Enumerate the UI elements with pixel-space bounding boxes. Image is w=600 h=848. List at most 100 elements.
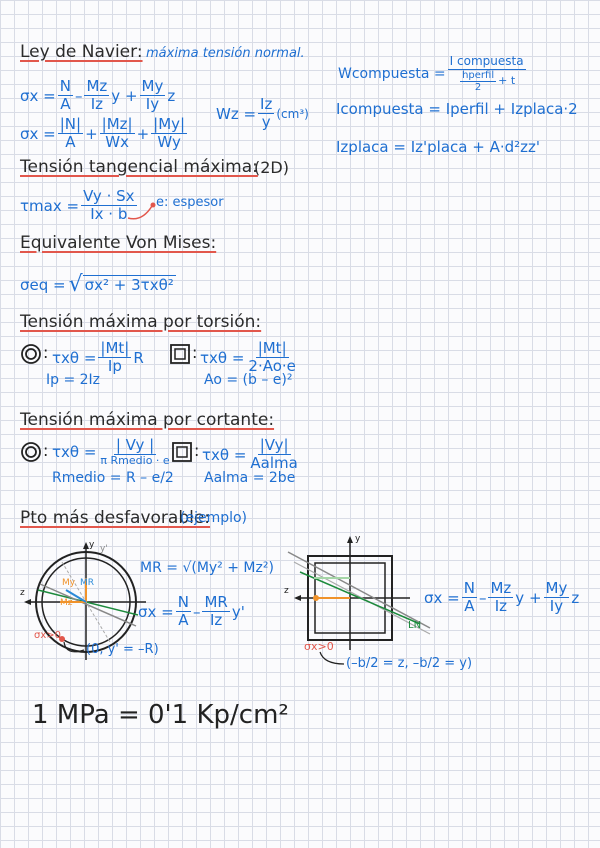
- tau-max-lhs: τmax =: [20, 196, 80, 215]
- square-section-icon: [170, 344, 190, 364]
- torsion-circ-fraction: |Mt|Ip: [98, 339, 132, 376]
- wz-lhs: Wz =: [216, 104, 257, 123]
- sx-circ-iz: Iz: [210, 611, 223, 630]
- cortante-circ-num: | Vy |: [113, 436, 157, 456]
- wz-den: y: [261, 113, 271, 132]
- icompuesta-formula: Icompuesta = Iperfil + Izplaca·2: [336, 100, 578, 118]
- torsion-rect-formula: τxθ = |Mt|2·Ao·e: [200, 339, 300, 376]
- circular-section-icon: [21, 344, 41, 364]
- heading-tangencial-2d: (2D): [254, 158, 289, 177]
- heading-cortante-text: Tensión máxima por cortante:: [20, 410, 275, 430]
- sx-rect-y: y +: [515, 588, 542, 607]
- circ-point-label: (0, y' = –R): [86, 642, 159, 657]
- sx2-my-over-wy: |My|Wy: [151, 115, 188, 152]
- cortante-circ-sub: Rmedio = R – e/2: [52, 470, 174, 486]
- tau-max-num: Vy · Sx: [81, 187, 137, 207]
- rect-ln-label: LN: [408, 620, 422, 631]
- cortante-rect-num: |Vy|: [257, 436, 291, 456]
- sx2-plus2: +: [136, 124, 150, 143]
- sx2-mz-over-wx: |Mz|Wx: [99, 115, 135, 152]
- heading-tangencial: Tensión tangencial máxima:: [20, 157, 258, 177]
- torsion-circ-r: R: [133, 348, 144, 367]
- sx-rect-lhs: σx =: [424, 588, 460, 607]
- torsion-rect-sub: Ao = (b – e)²: [204, 372, 293, 388]
- sigma-eq-formula: σeq = √ σx² + 3τxθ²: [20, 272, 176, 297]
- colon-1: :: [43, 343, 49, 362]
- cortante-circ-formula: τxθ = | Vy |π Rmedio · e: [52, 436, 174, 468]
- heading-navier: Ley de Navier:: [20, 42, 143, 62]
- torsion-circ-formula: τxθ = |Mt|Ip R: [52, 339, 144, 376]
- cortante-rect-formula: τxθ = |Vy|Aalma: [202, 436, 302, 473]
- heading-desfavorable-text: Pto más desfavorable:: [20, 508, 211, 528]
- sx-circ-mr: MR: [202, 593, 230, 613]
- torsion-circ-num: |Mt|: [98, 339, 132, 359]
- wcomp-hperfil: hperfil: [460, 69, 497, 83]
- sx-rect-a: A: [464, 597, 475, 616]
- heading-navier-text: Ley de Navier:: [20, 42, 143, 62]
- unit-conversion: 1 MPa = 0'1 Kp/cm²: [32, 700, 289, 730]
- sx-rect-my: My: [543, 579, 570, 599]
- sx-rect-mz: Mz: [488, 579, 514, 599]
- sx-circ-minus: –: [192, 602, 201, 621]
- sx-rect-iz: Iz: [494, 597, 508, 616]
- sx2-mz: |Mz|: [99, 115, 135, 135]
- square-section-icon-2: [172, 442, 192, 462]
- torsion-rect-lhs: τxθ =: [200, 348, 245, 367]
- heading-torsion: Tensión máxima por torsión:: [20, 312, 261, 332]
- sqrt-icon: √: [68, 272, 83, 297]
- circ-my-label: My: [62, 578, 76, 588]
- sx2-my: |My|: [151, 115, 188, 135]
- heading-navier-sub: máxima tensión normal.: [146, 46, 305, 61]
- sx1-iy: Iy: [145, 95, 160, 114]
- tau-max-den: Ix · b: [90, 205, 128, 224]
- wcomp-plus-t: + t: [498, 74, 516, 88]
- cortante-circ-fraction: | Vy |π Rmedio · e: [98, 436, 171, 468]
- colon-2: :: [192, 343, 198, 362]
- circ-mz-label: Mz: [60, 598, 73, 608]
- sx-circ-a: A: [178, 611, 189, 630]
- cortante-circ-lhs: τxθ =: [52, 443, 97, 462]
- torsion-circ-den: Ip: [107, 357, 122, 376]
- sx1-my: My: [139, 77, 166, 97]
- heading-von-mises-text: Equivalente Von Mises:: [20, 233, 217, 253]
- rect-sx-positive: σx>0: [304, 640, 334, 653]
- sx-circ-n: N: [175, 593, 191, 613]
- wz-num: Iz: [258, 95, 275, 115]
- cortante-circ-den: π Rmedio · e: [100, 454, 170, 468]
- sx2-lhs: σx =: [20, 124, 56, 143]
- circ-mr-label: MR: [80, 578, 95, 588]
- espesor-note: e: espesor: [156, 195, 224, 210]
- torsion-circ-lhs: τxθ =: [52, 348, 97, 367]
- sx2-n: |N|: [57, 115, 84, 135]
- sx1-a: A: [60, 95, 71, 114]
- rect-example-diagram: [287, 536, 431, 650]
- heading-ejemplo: (ejemplo): [180, 510, 248, 526]
- heading-torsion-text: Tensión máxima por torsión:: [20, 312, 262, 332]
- wcomp-lhs: Wcompuesta =: [338, 66, 446, 83]
- rect-y-label: y: [355, 534, 361, 544]
- sx-circ-lhs: σx =: [138, 602, 174, 621]
- sx2-wy: Wy: [157, 133, 181, 152]
- sx1-iz: Iz: [90, 95, 104, 114]
- torsion-rect-num: |Mt|: [255, 339, 289, 359]
- cortante-rect-sub: Aalma = 2be: [204, 470, 296, 486]
- torsion-rect-den: 2·Ao·e: [248, 357, 296, 376]
- sx2-plus1: +: [85, 124, 98, 143]
- sigma-eq-lhs: σeq =: [20, 275, 66, 294]
- sx2-n-over-a: |N|A: [57, 115, 84, 152]
- wz-unit: (cm³): [276, 106, 309, 121]
